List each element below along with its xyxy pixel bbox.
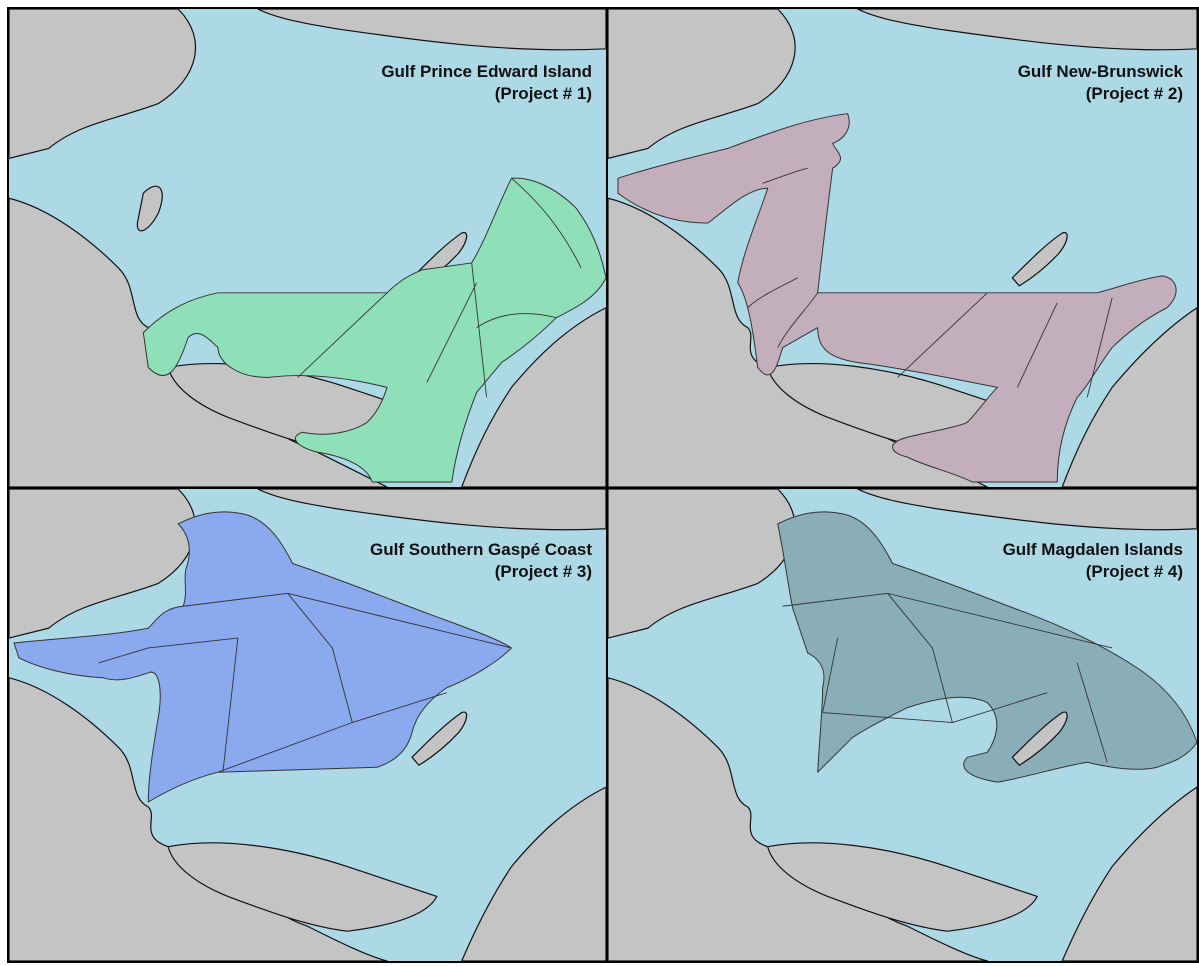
land-cape-breton: [1061, 786, 1197, 961]
panel-subtitle: (Project # 3): [494, 562, 592, 581]
map-grid: Gulf Prince Edward Island (Project # 1) …: [7, 7, 1199, 963]
zone-boundary: [98, 592, 512, 773]
panel-title: Gulf Magdalen Islands (Project # 4): [1003, 539, 1183, 583]
panel-title: Gulf Southern Gaspé Coast (Project # 3): [370, 539, 592, 583]
land-north-shore-east: [856, 9, 1197, 51]
land-gaspe: [9, 9, 197, 159]
map-canvas-project-1: [9, 9, 606, 487]
land-north-shore-east: [257, 489, 606, 531]
land-miscou: [136, 185, 163, 232]
panel-subtitle: (Project # 2): [1085, 84, 1183, 103]
map-panel-project-1[interactable]: Gulf Prince Edward Island (Project # 1): [9, 9, 606, 487]
land-pei: [767, 842, 1038, 932]
zone-boundary: [747, 167, 1113, 398]
land-cape-breton: [461, 786, 606, 961]
map-panel-project-2[interactable]: Gulf New-Brunswick (Project # 2): [608, 9, 1197, 487]
panel-subtitle: (Project # 1): [494, 84, 592, 103]
zone-project-4: [777, 511, 1197, 783]
land-gaspe: [608, 9, 796, 159]
land-north-shore-east: [856, 489, 1197, 531]
zone-boundary: [782, 592, 1113, 763]
land-pei: [167, 842, 438, 932]
land-cape-breton: [461, 307, 606, 487]
land-north-shore-east: [257, 9, 606, 51]
panel-title: Gulf New-Brunswick (Project # 2): [1018, 61, 1183, 105]
panel-title-line: Gulf Magdalen Islands: [1002, 540, 1183, 559]
panel-title-line: Gulf Prince Edward Island: [381, 62, 592, 81]
land-magdalen-islands: [1011, 711, 1068, 766]
map-canvas-project-3: [9, 489, 606, 961]
panel-title-line: Gulf New-Brunswick: [1017, 62, 1183, 81]
panel-subtitle: (Project # 4): [1085, 562, 1183, 581]
land-cape-breton: [1061, 307, 1197, 487]
zone-project-2: [617, 113, 1177, 483]
map-canvas-project-2: [608, 9, 1197, 487]
map-canvas-project-4: [608, 489, 1197, 961]
land-magdalen-islands: [1011, 231, 1068, 287]
map-panel-project-3[interactable]: Gulf Southern Gaspé Coast (Project # 3): [9, 489, 606, 961]
panel-title-line: Gulf Southern Gaspé Coast: [370, 540, 592, 559]
land-gaspe: [608, 489, 796, 639]
land-magdalen-islands: [411, 711, 468, 766]
map-panel-project-4[interactable]: Gulf Magdalen Islands (Project # 4): [608, 489, 1197, 961]
zone-boundary: [297, 177, 582, 398]
zone-project-3: [13, 511, 512, 803]
panel-title: Gulf Prince Edward Island (Project # 1): [381, 61, 592, 105]
zone-project-1: [142, 177, 606, 483]
land-gaspe: [9, 489, 197, 639]
